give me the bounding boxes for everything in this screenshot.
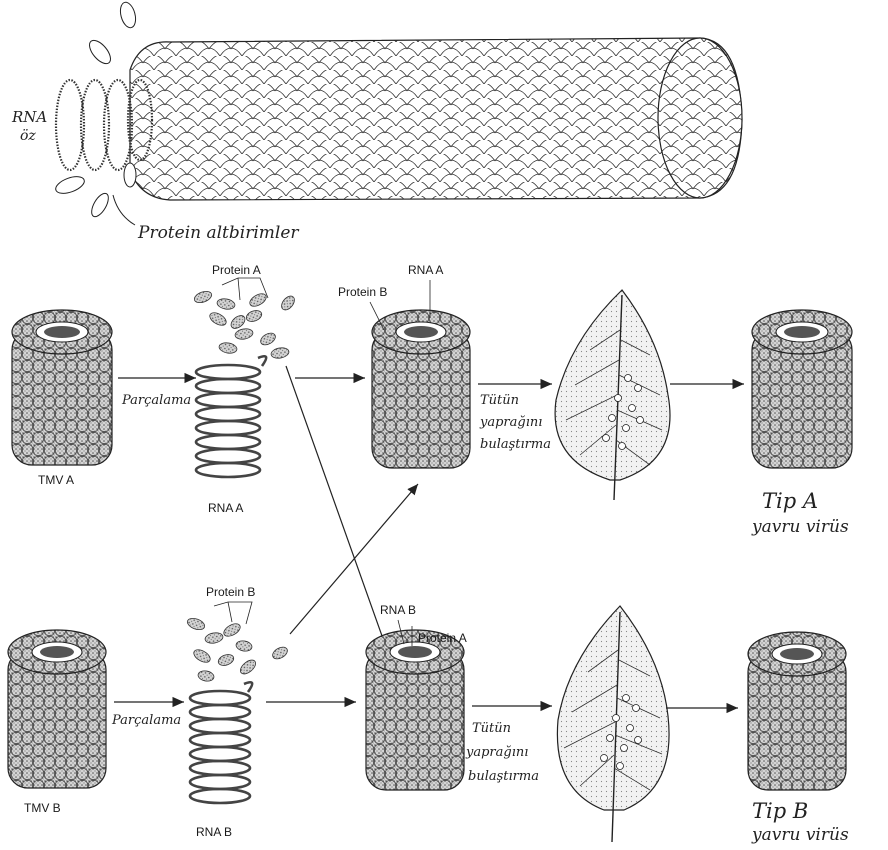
infect-b-line2: yaprağını bbox=[465, 745, 528, 760]
result-b-virus bbox=[748, 632, 846, 790]
result-b-line1: Tip B bbox=[752, 799, 808, 823]
tmv-a-virus bbox=[12, 310, 112, 465]
infect-b-line3: bulaştırma bbox=[468, 769, 539, 784]
split-label-a: Parçalama bbox=[121, 393, 191, 408]
infect-a-line1: Tütün bbox=[480, 393, 519, 408]
rna-label-line1: RNA bbox=[11, 108, 47, 126]
protein-b-subunits bbox=[186, 616, 290, 682]
rna-b-label: RNA B bbox=[196, 825, 232, 839]
rna-label-line2: öz bbox=[20, 128, 36, 144]
rna-a-spring bbox=[196, 356, 266, 477]
protein-a-subunits bbox=[193, 289, 297, 359]
protein-b-label: Protein B bbox=[206, 585, 255, 599]
subunit-label: Protein altbirimler bbox=[137, 223, 299, 243]
hybrid-b-rna-label: RNA B bbox=[380, 603, 416, 617]
result-a-line1: Tip A bbox=[762, 489, 818, 513]
hybrid-a-protein-label: Protein B bbox=[338, 285, 387, 299]
tmv-b-label: TMV B bbox=[24, 801, 61, 815]
infect-b-line1: Tütün bbox=[472, 721, 511, 736]
result-a-virus bbox=[752, 310, 852, 468]
rna-b-spring bbox=[190, 682, 252, 803]
split-label-b: Parçalama bbox=[111, 713, 181, 728]
hybrid-a-rna-label: RNA A bbox=[408, 263, 443, 277]
hybrid-b-virus bbox=[366, 630, 464, 790]
infect-a-line2: yaprağını bbox=[479, 415, 542, 430]
tmv-rod bbox=[130, 38, 742, 200]
tmv-a-label: TMV A bbox=[38, 473, 74, 487]
infect-a-line3: bulaştırma bbox=[480, 437, 551, 452]
hybrid-a-virus bbox=[372, 310, 470, 468]
tobacco-leaf-b bbox=[557, 606, 669, 842]
rna-a-label: RNA A bbox=[208, 501, 243, 515]
loose-protein-subunits bbox=[54, 1, 139, 220]
hybrid-b-protein-label: Protein A bbox=[418, 631, 467, 645]
result-a-line2: yavru virüs bbox=[751, 517, 849, 537]
tmv-b-virus bbox=[8, 630, 106, 788]
result-b-line2: yavru virüs bbox=[751, 825, 849, 845]
protein-a-label: Protein A bbox=[212, 263, 261, 277]
tobacco-leaf-a bbox=[555, 290, 670, 500]
